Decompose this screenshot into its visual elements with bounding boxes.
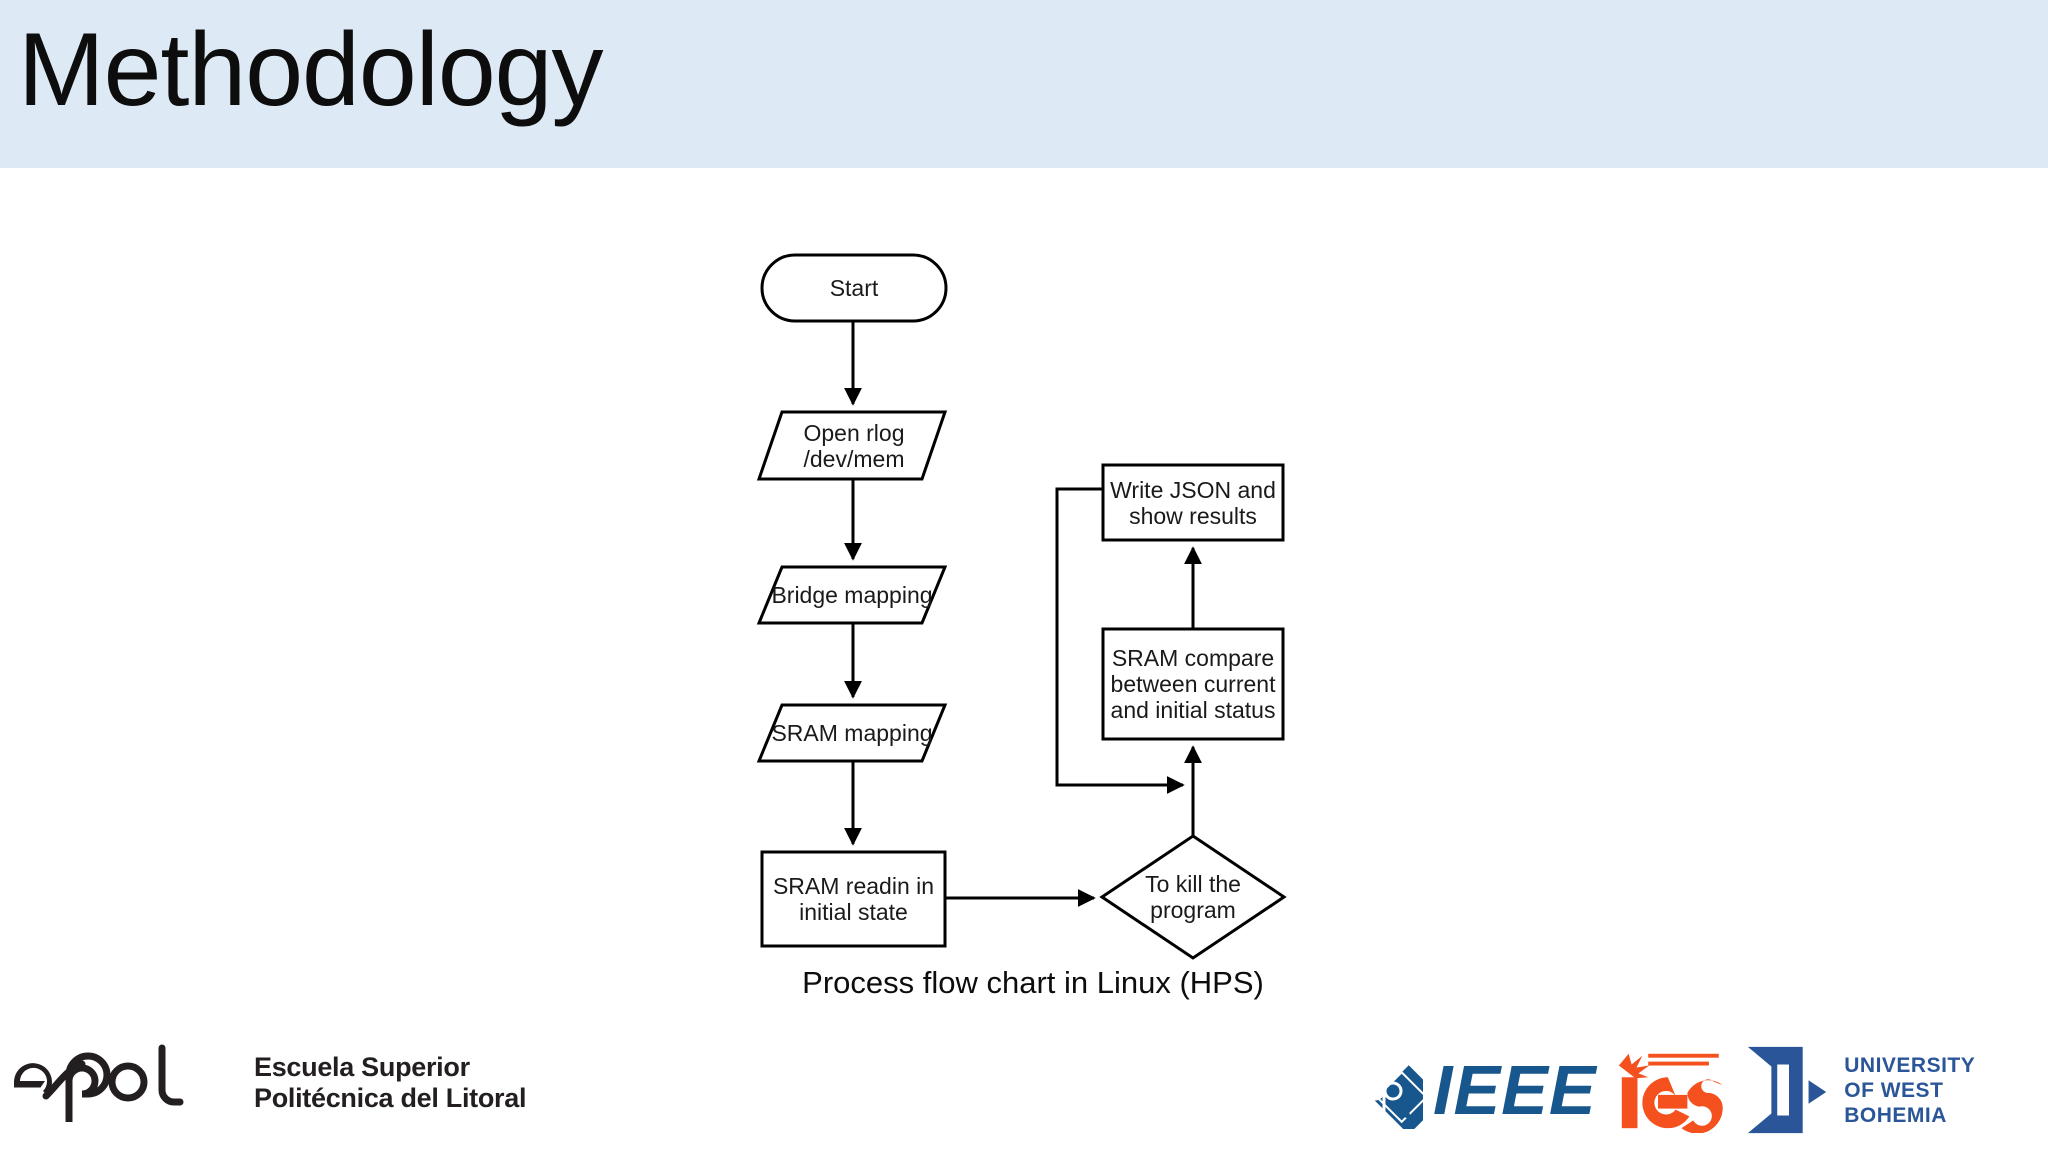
flow-label-sram-compare: SRAM compare between current and initial… xyxy=(1110,645,1276,723)
figure-caption: Process flow chart in Linux (HPS) xyxy=(802,965,1264,1000)
uwb-name: UNIVERSITY OF WEST BOHEMIA xyxy=(1844,1053,1976,1127)
espol-logo: Escuela Superior Politécnica del Litoral xyxy=(8,1040,526,1126)
flow-label-open-rlog: Open rlog /dev/mem xyxy=(803,419,905,472)
flow-label-write-json: Write JSON and show results xyxy=(1110,476,1276,529)
espol-wordmark-icon xyxy=(14,1044,184,1122)
slide-header-band xyxy=(0,0,2048,168)
flow-label-sram-mapping: SRAM mapping xyxy=(771,720,933,746)
flow-label-start: Start xyxy=(829,275,879,301)
ieee-logo: IEEE xyxy=(1345,1051,1597,1129)
flow-label-kill-decision: To kill the program xyxy=(1145,871,1241,923)
ieee-wordmark: IEEE xyxy=(1433,1051,1597,1129)
flow-label-sram-readin: SRAM readin in initial state xyxy=(772,873,935,925)
sponsor-logos: IEEE UNIVERSITY OF WEST BOHEMIA xyxy=(1345,1040,2048,1140)
ieee-diamond-icon xyxy=(1365,1065,1423,1129)
espol-name: Escuela Superior Politécnica del Litoral xyxy=(254,1052,527,1113)
flow-label-bridge-mapping: Bridge mapping xyxy=(771,582,933,608)
ies-logo-icon xyxy=(1618,1053,1723,1133)
page-title: Methodology xyxy=(18,12,604,128)
uwb-mark-icon xyxy=(1747,1046,1827,1134)
